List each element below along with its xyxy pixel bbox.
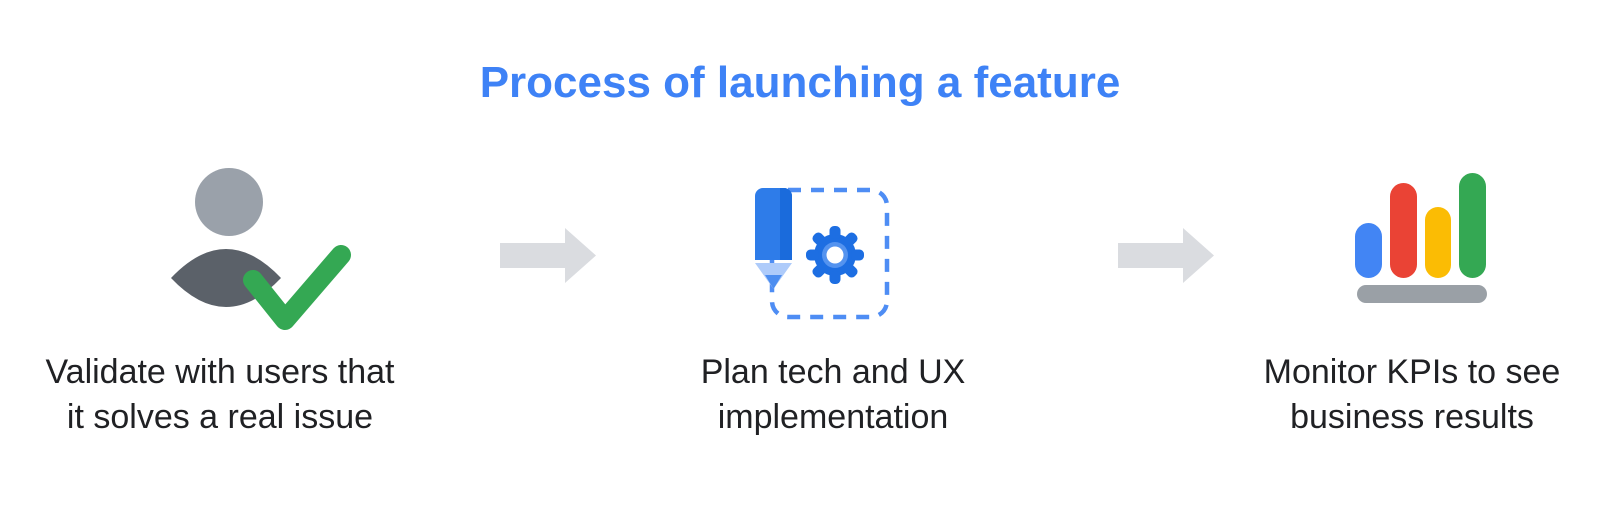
pencil-gear-icon xyxy=(755,187,890,320)
gear-hole xyxy=(826,246,844,264)
step-caption-validate: Validate with users that it solves a rea… xyxy=(0,350,440,440)
step-caption-plan: Plan tech and UX implementation xyxy=(613,350,1053,440)
check-icon xyxy=(243,245,351,330)
step-caption-monitor: Monitor KPIs to see business results xyxy=(1192,350,1600,440)
bar-chart-icon xyxy=(1355,173,1487,303)
bar-base xyxy=(1357,285,1487,303)
bar-green xyxy=(1459,173,1486,278)
caption-line: it solves a real issue xyxy=(66,398,374,436)
bar-yellow xyxy=(1425,207,1451,278)
arrow-right-icon xyxy=(500,228,596,283)
bar-red xyxy=(1390,183,1417,278)
pencil-tip xyxy=(765,275,782,289)
caption-line: Monitor KPIs to see xyxy=(1263,353,1561,391)
user-check-icon xyxy=(171,168,351,330)
caption-line: Validate with users that xyxy=(45,353,395,391)
bar-blue xyxy=(1355,223,1382,278)
pencil-body-shade xyxy=(780,188,792,260)
caption-line: business results xyxy=(1290,398,1534,436)
person-head xyxy=(195,168,263,236)
caption-line: implementation xyxy=(717,398,949,436)
caption-line: Plan tech and UX xyxy=(700,353,966,391)
page-title: Process of launching a feature xyxy=(479,58,1121,107)
arrow-right-icon xyxy=(1118,228,1214,283)
